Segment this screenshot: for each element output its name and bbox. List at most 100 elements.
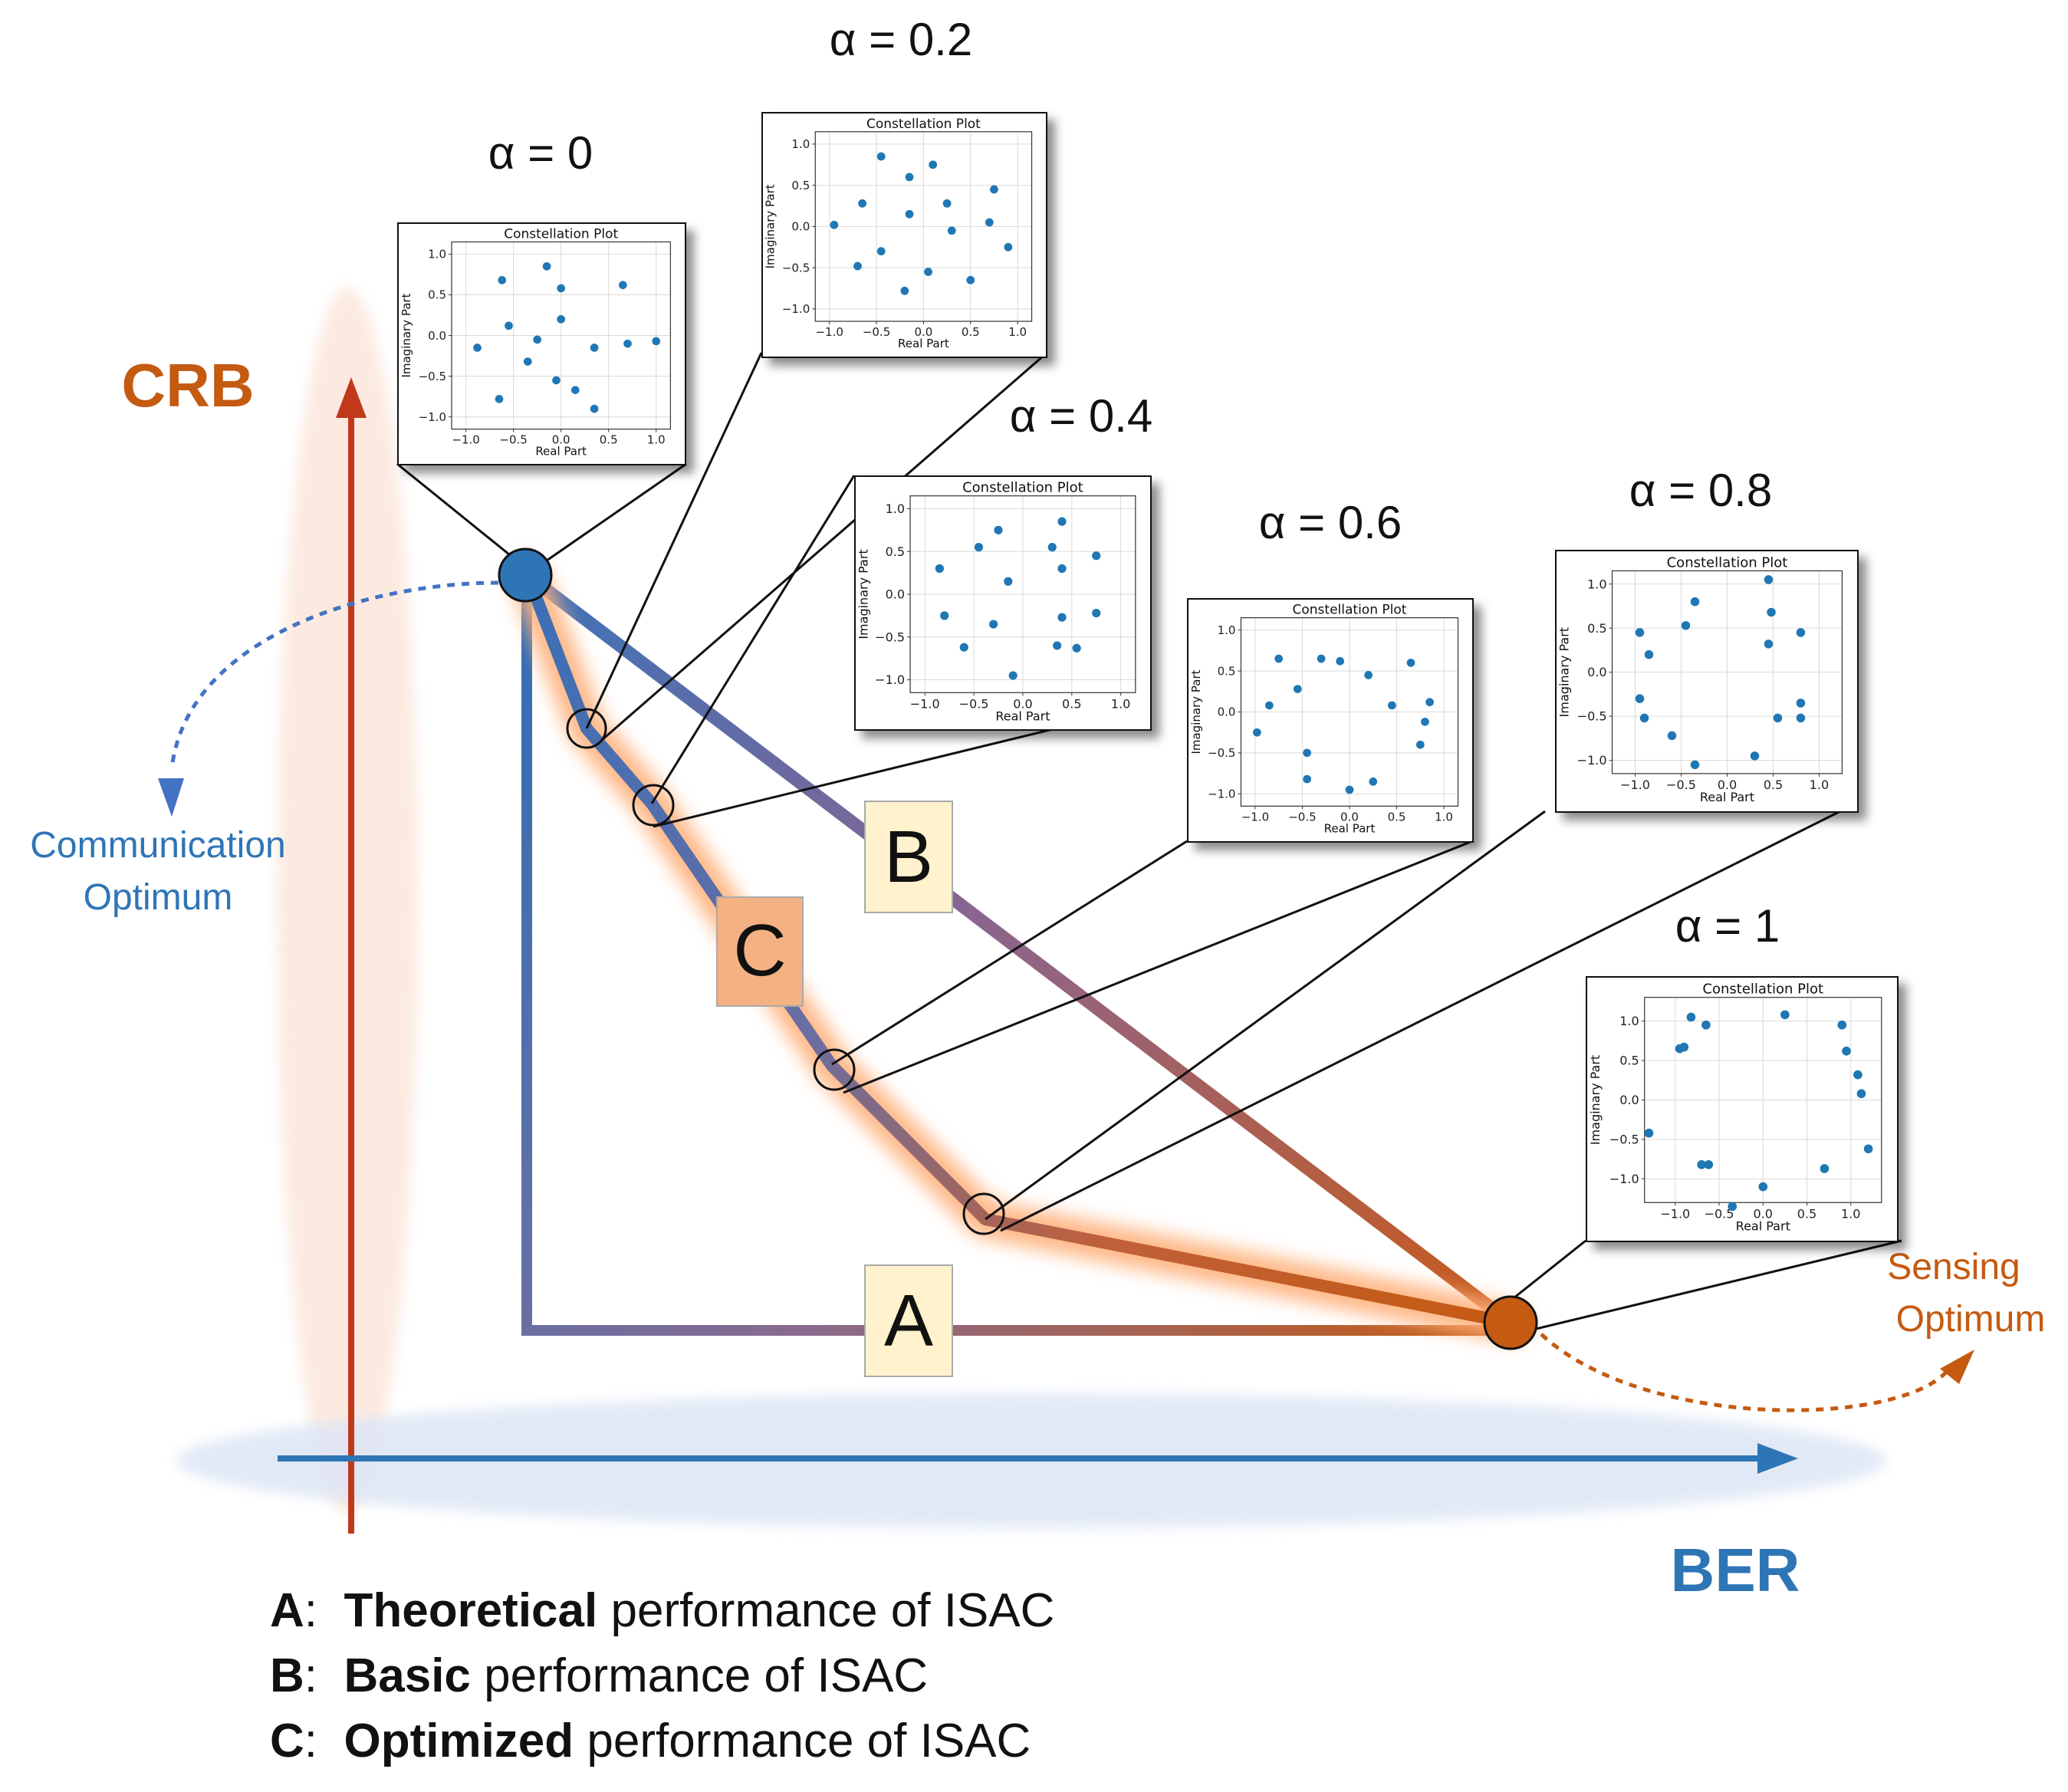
constellation-point <box>523 357 532 366</box>
label-b: B <box>884 816 933 898</box>
constellation-point <box>1635 694 1645 703</box>
constellation-point <box>1053 641 1062 650</box>
label-b-box: B <box>864 801 953 913</box>
constellation-point <box>900 286 909 295</box>
plot-frame <box>814 131 1033 322</box>
x-axis-label: Real Part <box>535 445 587 459</box>
constellation-point <box>1820 1164 1830 1173</box>
constellation-point <box>1336 656 1345 666</box>
constellation-point <box>1369 777 1378 786</box>
constellation-point <box>552 376 561 385</box>
constellation-point <box>1265 701 1274 710</box>
constellation-point <box>940 611 949 620</box>
constellation-point <box>947 226 956 235</box>
legend-c-key: C <box>270 1715 304 1767</box>
constellation-point <box>990 185 998 194</box>
constellation-point <box>959 643 968 652</box>
y-tick-label: −0.5 <box>1577 709 1607 724</box>
x-tick-label: 0.0 <box>1754 1206 1773 1221</box>
constellation-point <box>876 247 886 256</box>
constellation-point <box>1679 1042 1689 1052</box>
x-axis-label: Real Part <box>1700 790 1754 804</box>
constellation-point <box>1057 613 1067 622</box>
x-tick-label: 0.0 <box>552 433 570 447</box>
y-tick-label: 1.0 <box>791 137 810 151</box>
x-tick-label: 1.0 <box>1841 1206 1860 1221</box>
x-axis-label: Real Part <box>898 337 949 350</box>
constellation-point <box>652 337 661 346</box>
x-tick-label: 1.0 <box>1111 696 1130 711</box>
constellation-point <box>974 543 984 552</box>
constellation-point <box>1853 1070 1863 1080</box>
inset-connectors <box>396 352 1902 1332</box>
y-tick-label: −0.5 <box>782 261 810 275</box>
y-tick-label: −0.5 <box>419 370 446 383</box>
constellation-point <box>1796 628 1806 637</box>
plot-frame <box>1240 617 1459 807</box>
constellation-point <box>1697 1160 1706 1169</box>
y-tick-label: −1.0 <box>1577 753 1607 768</box>
constellation-point <box>623 339 632 348</box>
constellation-point <box>1253 728 1261 737</box>
y-tick-label: 0.5 <box>1587 621 1606 636</box>
constellation-point <box>1773 713 1783 723</box>
y-tick-label: −1.0 <box>419 410 446 424</box>
constellation-point <box>1667 731 1677 741</box>
constellation-title: Constellation Plot <box>866 117 981 132</box>
y-tick-label: 1.0 <box>428 248 446 261</box>
y-axis-label: Imaginary Part <box>1189 669 1203 754</box>
constellation-point <box>1425 698 1434 707</box>
sensing-optimum-point <box>1483 1295 1538 1350</box>
x-tick-label: 1.0 <box>1810 778 1829 792</box>
constellation-point <box>942 199 952 208</box>
ber-label: BER <box>1671 1536 1800 1604</box>
curve-a <box>521 583 1511 1336</box>
constellation-point <box>1764 575 1774 584</box>
alpha-0.2-marker <box>566 708 607 749</box>
constellation-point <box>1686 1012 1696 1022</box>
constellation-point <box>590 404 599 413</box>
constellation-point <box>985 218 994 227</box>
label-c: C <box>733 909 786 991</box>
y-tick-label: −1.0 <box>1208 787 1235 801</box>
y-tick-label: 0.5 <box>791 179 810 192</box>
constellation-point <box>876 152 886 161</box>
x-tick-label: 0.0 <box>1013 696 1032 711</box>
x-tick-label: −1.0 <box>452 433 479 447</box>
constellation-point <box>1704 1160 1714 1169</box>
legend-line-b: B: Basic performance of ISAC <box>270 1652 928 1700</box>
x-tick-label: 0.0 <box>1340 810 1359 824</box>
constellation-point <box>905 173 914 182</box>
constellation-title: Constellation Plot <box>1702 981 1823 998</box>
y-tick-label: −1.0 <box>1609 1172 1639 1186</box>
y-tick-label: 0.0 <box>1587 665 1606 679</box>
x-tick-label: 0.5 <box>1797 1206 1816 1221</box>
constellation-point <box>1317 654 1326 663</box>
sensing-optimum-arrowhead <box>1940 1350 1974 1384</box>
y-tick-label: 1.0 <box>1218 623 1236 637</box>
constellation-point <box>924 268 932 276</box>
x-tick-label: −0.5 <box>863 325 890 339</box>
constellation-point <box>1701 1020 1711 1030</box>
alpha-0.8-marker <box>962 1192 1005 1235</box>
x-tick-label: −0.5 <box>959 696 989 711</box>
legend-a-key: A <box>270 1584 304 1637</box>
y-tick-label: 1.0 <box>1587 577 1606 591</box>
label-a: A <box>884 1280 933 1362</box>
x-tick-label: 0.5 <box>1764 778 1783 792</box>
y-tick-label: −0.5 <box>1208 746 1235 760</box>
ber-axis-arrowhead <box>1757 1443 1798 1474</box>
constellation-point <box>1842 1046 1851 1056</box>
legend-b-bold: Basic <box>344 1649 471 1702</box>
x-axis-label: Real Part <box>1736 1218 1790 1233</box>
communication-optimum-line2: Optimum <box>84 877 233 918</box>
constellation-point <box>1274 654 1284 663</box>
x-tick-label: −1.0 <box>1660 1206 1690 1221</box>
